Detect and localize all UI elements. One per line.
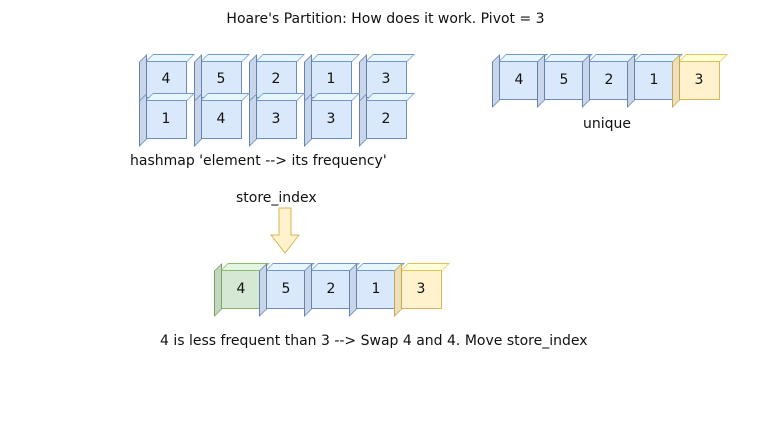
down-arrow-icon (270, 207, 300, 254)
hashmap-caption: hashmap 'element --> its frequency' (130, 153, 387, 169)
hashmap-frequency-cell: 3 (255, 99, 297, 139)
unique-cell: 2 (588, 60, 630, 100)
partition-pivot-cell: 3 (400, 269, 442, 309)
step-caption: 4 is less frequent than 3 --> Swap 4 and… (160, 333, 588, 349)
partition-cell: 2 (310, 269, 352, 309)
hashmap-key-cell: 1 (310, 60, 352, 98)
unique-cell: 4 (498, 60, 540, 100)
hashmap-frequency-cell: 4 (200, 99, 242, 139)
unique-cell: 5 (543, 60, 585, 100)
page-title: Hoare's Partition: How does it work. Piv… (226, 11, 545, 27)
unique-pivot-cell: 3 (678, 60, 720, 100)
unique-cell: 1 (633, 60, 675, 100)
hashmap-key-cell: 3 (365, 60, 407, 98)
store-index-label: store_index (236, 190, 317, 206)
hashmap-frequency-cell: 2 (365, 99, 407, 139)
hashmap-frequency-cell: 3 (310, 99, 352, 139)
partition-cell: 5 (265, 269, 307, 309)
hashmap-frequency-cell: 1 (145, 99, 187, 139)
hashmap-key-cell: 2 (255, 60, 297, 98)
hashmap-key-cell: 4 (145, 60, 187, 98)
store-index-cell: 4 (220, 269, 262, 309)
partition-cell: 1 (355, 269, 397, 309)
unique-label: unique (583, 116, 632, 132)
